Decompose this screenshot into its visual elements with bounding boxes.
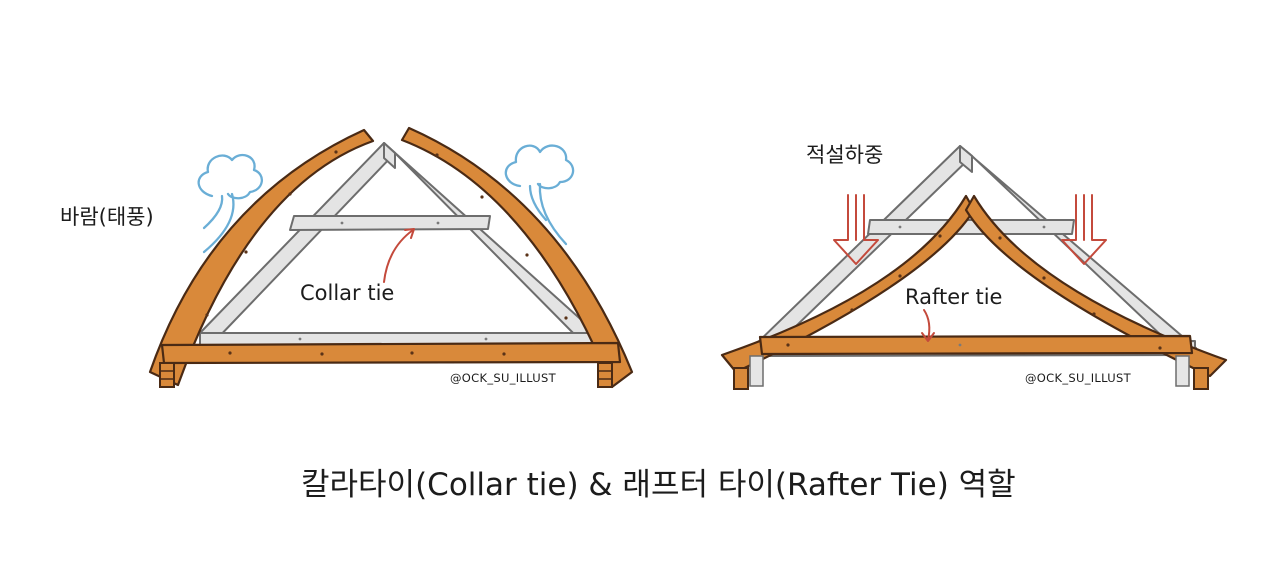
watermark-left: @OCK_SU_ILLUST xyxy=(450,371,557,385)
watermark-right: @OCK_SU_ILLUST xyxy=(1025,371,1132,385)
gray-truss-frame xyxy=(199,142,597,346)
rafter-tie-arrow xyxy=(921,309,935,342)
support-post-left xyxy=(733,355,764,390)
snow-load-label: 적설하중 xyxy=(806,143,883,167)
snow-load-arrow-left-icon xyxy=(833,194,879,265)
rafter-tie-beam xyxy=(758,334,1194,356)
nail-marks xyxy=(205,150,568,356)
snow-load-arrow-right-icon xyxy=(1061,194,1107,265)
collar-tie-diagram: 바람(태풍) Collar tie @OCK_SU_ILLUST xyxy=(60,126,634,389)
support-post-right xyxy=(597,362,613,388)
wind-label: 바람(태풍) xyxy=(60,205,154,229)
collar-tie-label: Collar tie xyxy=(300,281,394,305)
collar-tie-arrow xyxy=(383,228,415,283)
rafter-tie-diagram: 적설하중 Rafter tie @OCK_SU_ILLUST xyxy=(720,143,1228,390)
rafter-tie-label: Rafter tie xyxy=(905,285,1002,309)
nail-marks xyxy=(786,225,1162,350)
wind-cloud-left-icon xyxy=(197,153,263,254)
support-post-left xyxy=(159,362,175,388)
bottom-tie-beam xyxy=(160,341,622,365)
support-post-right xyxy=(1175,355,1209,390)
diagram-caption: 칼라타이(Collar tie) & 래프터 타이(Rafter Tie) 역할 xyxy=(301,467,1016,503)
wind-cloud-right-icon xyxy=(504,144,575,246)
right-curved-rafter xyxy=(964,194,1228,378)
